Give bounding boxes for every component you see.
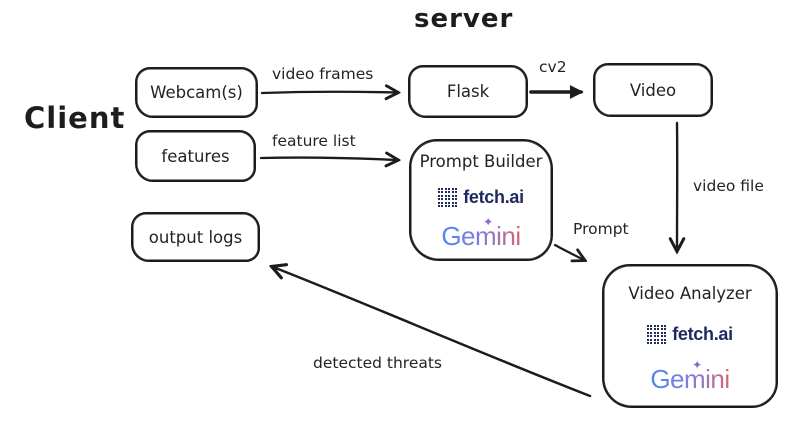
node-webcams-label: Webcam(s)	[150, 83, 243, 102]
gemini-wordmark: Gemini	[441, 221, 521, 251]
gemini-sparkle-icon: ✦	[692, 358, 703, 372]
node-output-logs: output logs	[131, 212, 260, 262]
edge-feature-list-label: feature list	[272, 132, 356, 150]
gemini-sparkle-icon: ✦	[483, 215, 494, 229]
server-zone-title: server	[414, 4, 514, 34]
gemini-logo: ✦ Gemini	[650, 359, 730, 394]
node-flask-label: Flask	[446, 82, 490, 101]
edge-video-frames-label: video frames	[272, 65, 374, 83]
node-webcams: Webcam(s)	[135, 67, 258, 118]
fetchai-wordmark: fetch.ai	[672, 324, 733, 344]
node-prompt-builder-label: Prompt Builder	[419, 152, 543, 171]
fetchai-wordmark: fetch.ai	[463, 186, 524, 207]
node-video-analyzer-label: Video Analyzer	[628, 284, 752, 303]
gemini-logo: ✦ Gemini	[441, 216, 521, 251]
node-prompt-builder: Prompt Builder fetch.ai ✦ Gemini	[409, 139, 553, 261]
node-features: features	[135, 130, 256, 182]
fetchai-dots-icon	[438, 187, 458, 207]
edge-video-file-label: video file	[693, 177, 764, 195]
gemini-wordmark: Gemini	[650, 364, 730, 394]
edge-feature-list-arrow	[259, 158, 397, 160]
fetchai-logo: fetch.ai	[438, 187, 524, 208]
fetchai-dots-icon	[647, 325, 667, 344]
edge-prompt-arrow	[553, 243, 584, 260]
edge-detected-threats-arrow	[273, 267, 592, 398]
node-video-label: Video	[629, 80, 677, 100]
node-video-analyzer: Video Analyzer fetch.ai ✦ Gemini	[602, 264, 778, 408]
edge-video-frames-arrow	[260, 92, 397, 93]
node-output-logs-label: output logs	[148, 227, 243, 247]
edge-prompt-label: Prompt	[573, 220, 629, 238]
edge-cv2-label: cv2	[539, 58, 567, 76]
node-video: Video	[593, 63, 713, 117]
client-zone-title: Client	[24, 101, 126, 135]
node-features-label: features	[161, 146, 230, 166]
node-flask: Flask	[408, 65, 528, 118]
fetchai-logo: fetch.ai	[647, 324, 733, 345]
edge-detected-threats-label: detected threats	[313, 354, 443, 372]
